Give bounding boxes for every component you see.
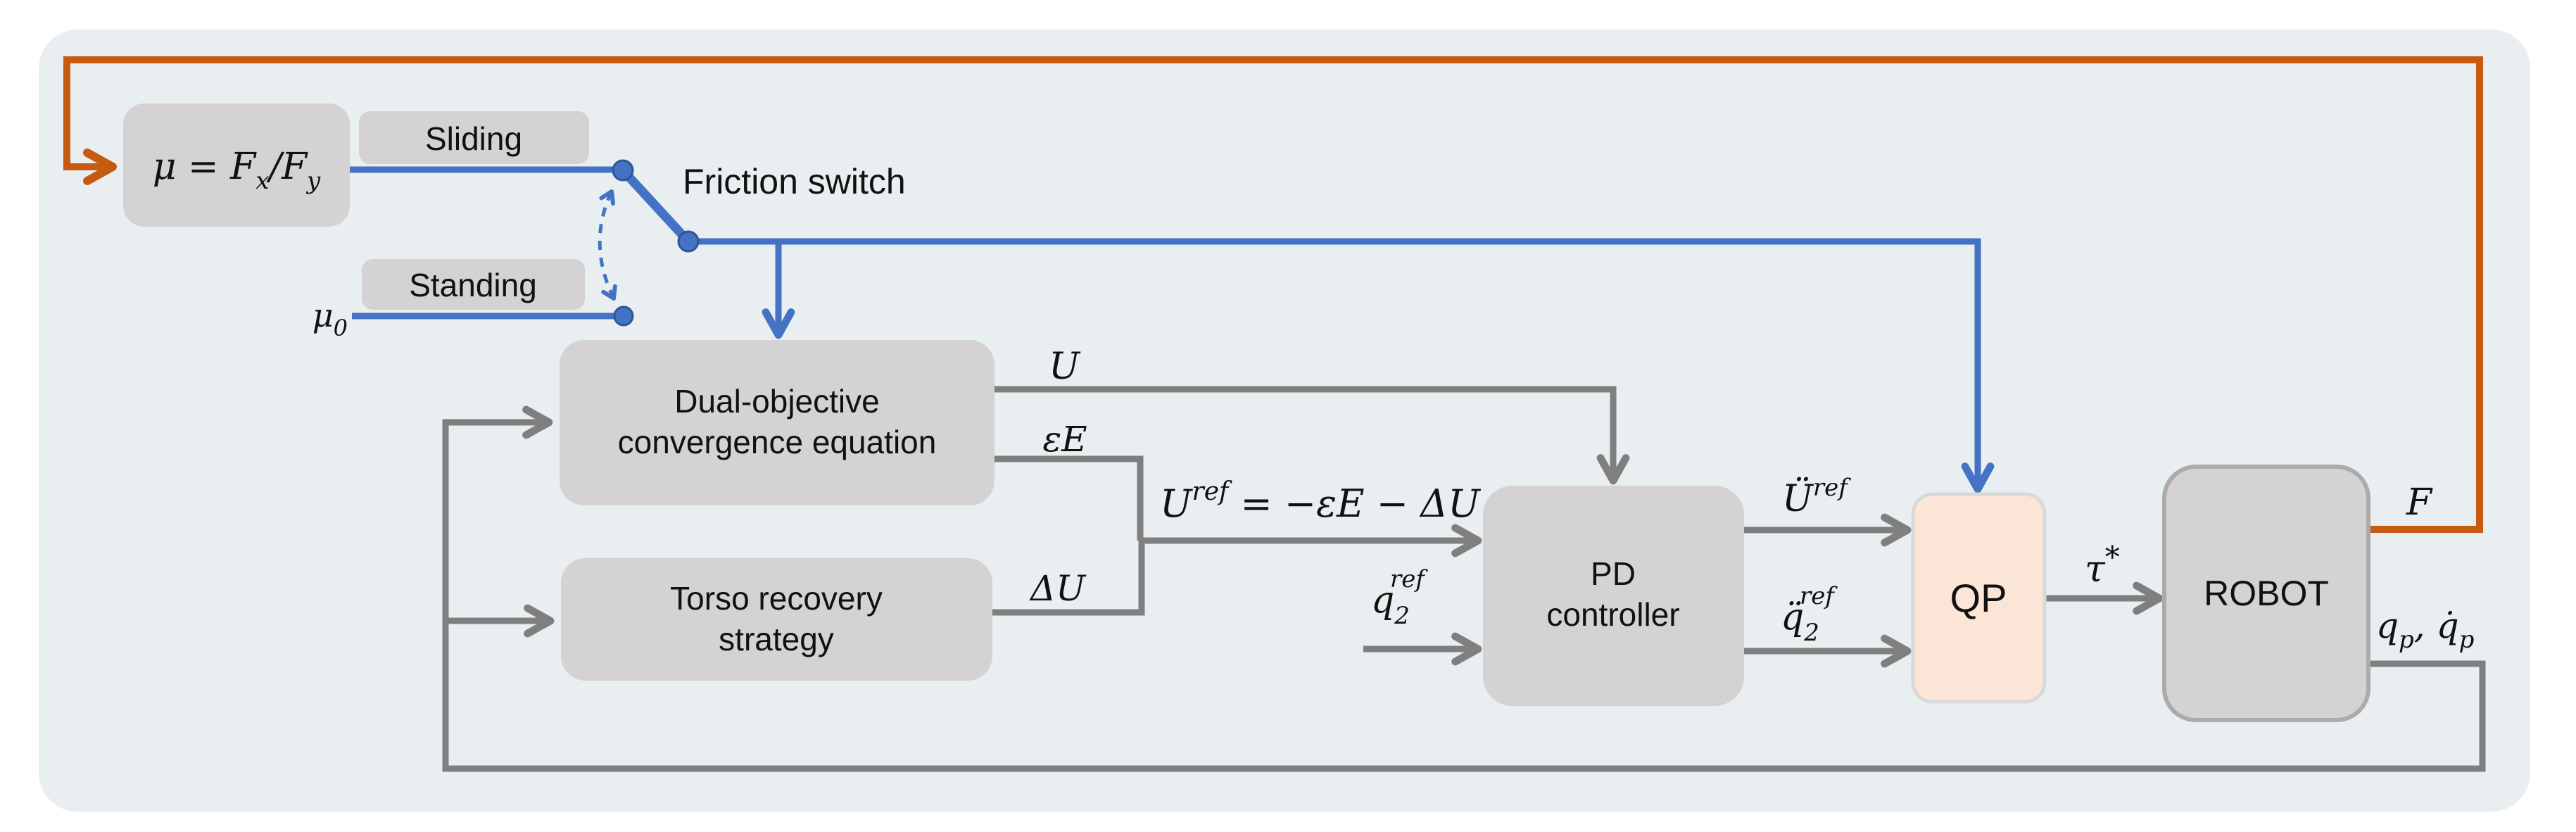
uddot-ref-label: Üref [1782,474,1851,520]
u-signal-line [995,386,1630,485]
robot-label: ROBOT [2204,574,2329,613]
dual-objective-block [560,340,995,505]
pd-controller-label-line2: controller [1546,596,1679,633]
torso-recovery-label-line2: strategy [719,621,834,657]
qp-block [1913,494,2045,702]
qp-label: QP [1950,576,2007,620]
switch-arm-line [619,167,692,245]
standing-label: Standing [409,267,537,303]
tau-star-label: τ* [2085,540,2120,591]
switch-pole-dot [677,230,700,253]
standing-contact-dot [613,305,634,327]
torso-recovery-label-line1: Torso recovery [670,580,883,617]
torso-recovery-block [561,558,992,681]
qp-qdotp-label: qp, q̇p [2376,605,2474,654]
eps-e-line [995,455,1144,541]
pd-controller-label-line1: PD [1591,555,1636,592]
friction-signal-line [688,238,1995,493]
eps-e-label: εE [1042,419,1087,460]
force-feedback-line [63,56,2483,533]
pd-controller-block [1483,486,1744,706]
qddot2-ref-label: q̈2ref [1781,582,1838,647]
sliding-label-box [359,111,589,164]
uref-formula-label: Uref = −εE − ΔU [1160,477,1481,526]
q2ref-label: q2ref [1371,565,1428,630]
dual-objective-label-line1: Dual-objective [674,383,879,420]
force-label: F [2406,481,2433,524]
robot-block [2164,467,2368,720]
dual-objective-label-line2: convergence equation [618,424,937,460]
mu0-label: μ0 [312,296,348,341]
standing-label-box [362,259,585,310]
friction-switch-label: Friction switch [683,162,906,201]
sliding-label: Sliding [425,120,522,157]
qp-block-border [1911,492,2047,704]
robot-block-border [2162,465,2370,722]
switch-toggle-dashed-arrow [598,189,617,301]
delta-u-label: ΔU [1029,568,1087,609]
u-signal-label: U [1049,346,1081,388]
switch-pivot-dot [612,159,634,182]
mu-ratio-block [123,103,350,227]
delta-u-line [992,541,1145,616]
mu-ratio-label: μ = Fx/Fy [153,146,321,195]
state-feedback-line [442,405,2486,772]
